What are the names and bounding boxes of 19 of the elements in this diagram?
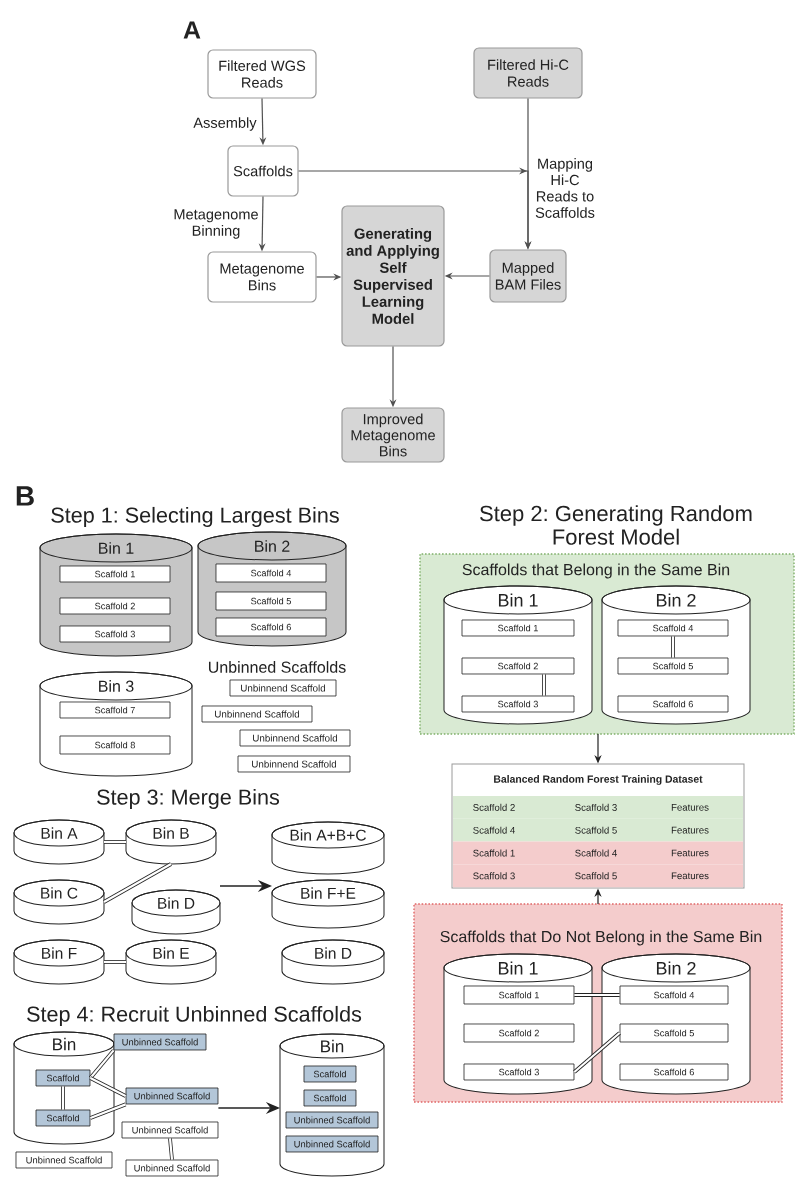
link-line <box>542 674 546 696</box>
link-line <box>104 960 126 964</box>
link-line <box>574 993 620 997</box>
link-line <box>89 1102 127 1120</box>
link-line <box>104 840 126 844</box>
link-line <box>573 1031 621 1074</box>
link-line <box>168 1138 174 1160</box>
step-title: Step 4: Recruit Unbinned Scaffolds <box>27 1005 362 1027</box>
step-title: Step 1: Selecting Largest Bins <box>51 506 339 528</box>
group-heading: Unbinned Scaffolds <box>209 661 346 673</box>
link-line <box>61 1086 65 1110</box>
link-line <box>88 1049 116 1080</box>
panel-letter: A <box>183 21 201 39</box>
panel-letter: B <box>16 486 34 506</box>
link-line <box>103 862 172 904</box>
step-title: Step 3: Merge Bins <box>97 788 280 810</box>
link-line <box>671 636 675 658</box>
step-title: Step 2: Generating Random Forest Model <box>480 505 752 545</box>
link-line <box>89 1076 127 1098</box>
